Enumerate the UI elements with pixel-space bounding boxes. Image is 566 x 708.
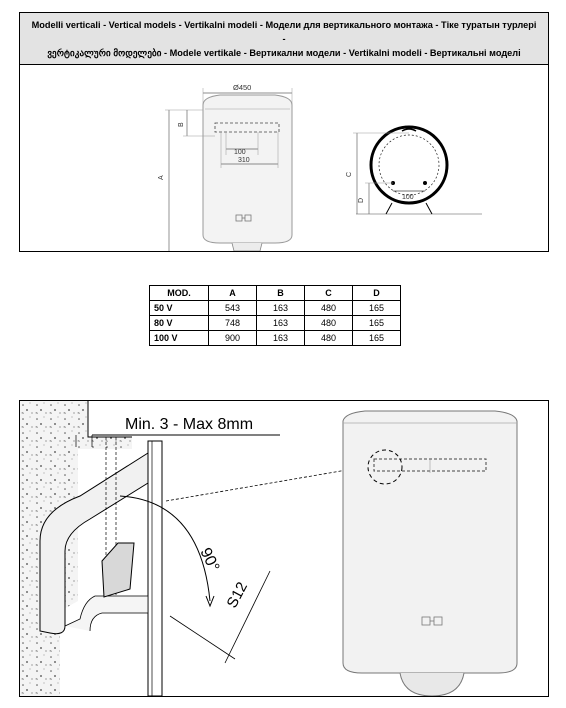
bolt-size-label: S12 <box>224 579 252 611</box>
cell-mod: 100 V <box>149 330 209 346</box>
cell-b: 163 <box>256 300 305 316</box>
table-row: 50 V 543 163 480 165 <box>149 300 401 316</box>
header-c: C <box>304 285 353 301</box>
cell-b: 163 <box>256 315 305 331</box>
vertical-models-dimensions-panel: Modelli verticali - Vertical models - Ve… <box>19 12 549 252</box>
dim-b-label: B <box>178 122 185 127</box>
angle-label: 90° <box>196 545 222 574</box>
cell-mod: 80 V <box>149 315 209 331</box>
dim-310-label: 310 <box>238 157 250 164</box>
title-band: Modelli verticali - Vertical models - Ve… <box>20 13 548 65</box>
cell-d: 165 <box>352 330 401 346</box>
gap-dimension-label: Min. 3 - Max 8mm <box>125 416 253 433</box>
cell-c: 480 <box>304 300 353 316</box>
header-mod: MOD. <box>149 285 209 301</box>
cell-mod: 50 V <box>149 300 209 316</box>
dim-c-label: C <box>346 172 353 177</box>
header-b: B <box>256 285 305 301</box>
model-dimensions-table: MOD. A B C D 50 V 543 163 480 165 80 V 7… <box>149 285 401 346</box>
header-a: A <box>208 285 257 301</box>
heater-front-view <box>342 410 518 696</box>
table-header-row: MOD. A B C D <box>149 285 401 301</box>
title-line-1: Modelli verticali - Vertical models - Ve… <box>31 20 537 44</box>
table-row: 80 V 748 163 480 165 <box>149 315 401 331</box>
cell-c: 480 <box>304 315 353 331</box>
wall-mounting-drawing: Min. 3 - Max 8mm 90° S12 <box>20 401 518 696</box>
dim-width-label: Ø450 <box>233 83 251 92</box>
angle-annotation: 90° S12 <box>119 495 271 664</box>
cell-a: 900 <box>208 330 257 346</box>
dim-a-label: A <box>158 175 165 180</box>
table-row: 100 V 900 163 480 165 <box>149 330 401 346</box>
cell-b: 163 <box>256 330 305 346</box>
cell-a: 543 <box>208 300 257 316</box>
side-view: 100 C D <box>346 125 482 215</box>
wall-mounting-detail-panel: Min. 3 - Max 8mm 90° S12 <box>19 400 549 697</box>
cell-d: 165 <box>352 315 401 331</box>
front-view: Ø450 A B 100 310 <box>158 83 293 251</box>
cell-a: 748 <box>208 315 257 331</box>
cell-c: 480 <box>304 330 353 346</box>
title-line-2: ვერტიკალური მოდელები - Modele vertikale … <box>47 48 521 58</box>
cell-d: 165 <box>352 300 401 316</box>
wall-panel: Min. 3 - Max 8mm <box>39 416 371 696</box>
heater-dimension-drawing: Ø450 A B 100 310 <box>158 83 482 251</box>
dim-d-label: D <box>358 198 365 203</box>
header-d: D <box>352 285 401 301</box>
dim-100-side-label: 100 <box>402 194 414 201</box>
dim-100-label: 100 <box>234 149 246 156</box>
